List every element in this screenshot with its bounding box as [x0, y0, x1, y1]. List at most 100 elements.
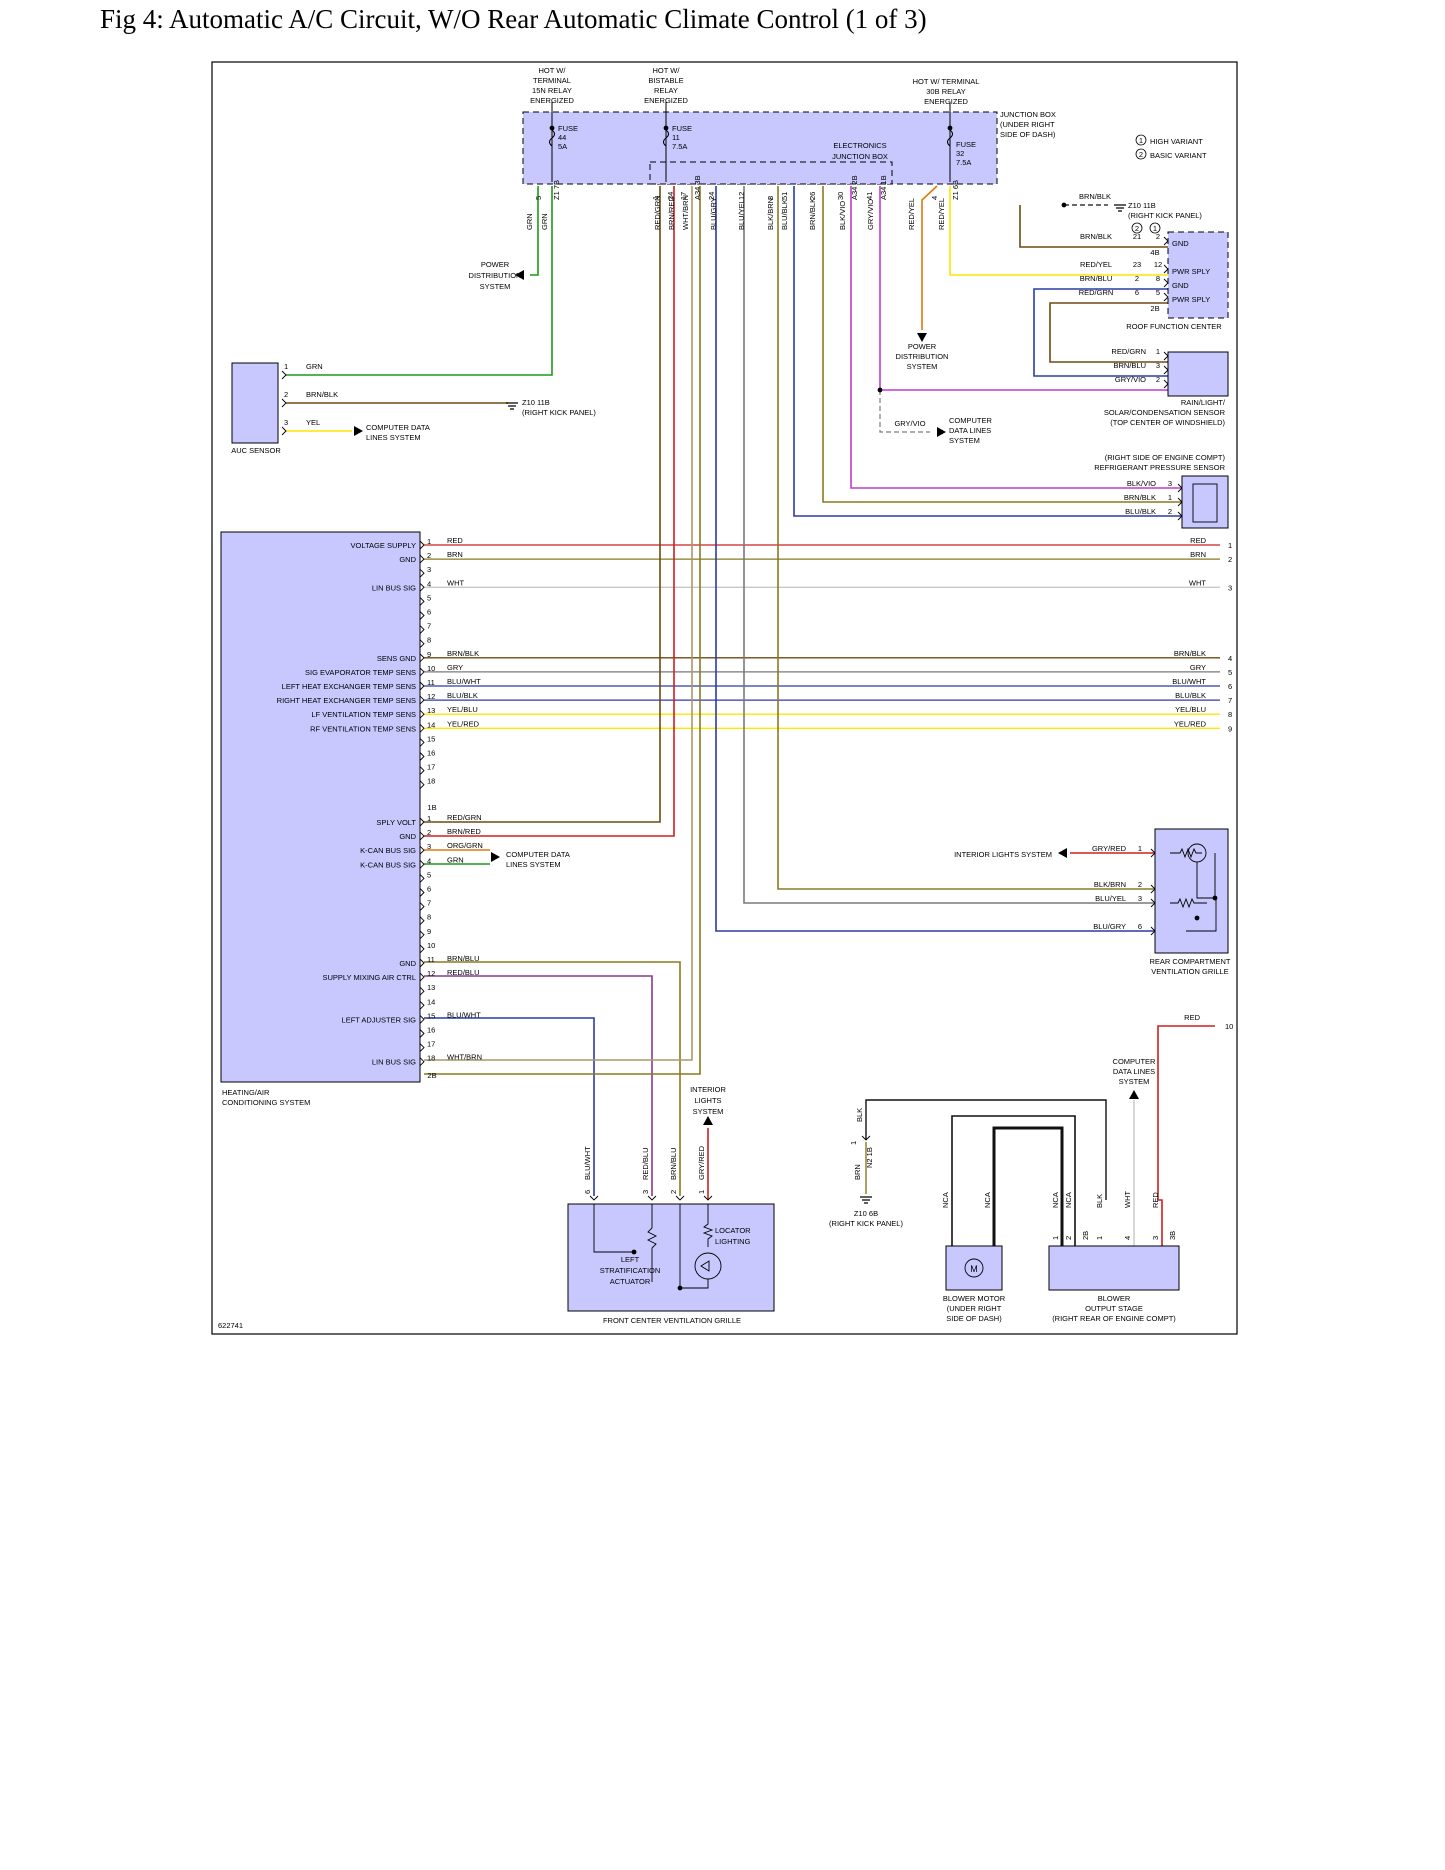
connector [419, 845, 425, 855]
connector [419, 958, 425, 968]
fuse44-label: 44 [558, 133, 566, 142]
hvac-b-wire-label: RED/BLU [447, 968, 480, 977]
jb-pin-label: 51 [780, 192, 789, 200]
wire-rain-brnblu [1033, 288, 1168, 377]
hvac-a-pin-label: VOLTAGE SUPPLY [351, 541, 416, 550]
jb-pin-label: A34 3B [693, 175, 702, 200]
hot-15n-label: TERMINAL [533, 76, 571, 85]
front-grille-wire-label: RED/BLU [641, 1147, 650, 1180]
jb-wire-label: GRY/VIO [866, 199, 875, 230]
arrow-data-lines [937, 427, 946, 437]
jb-pin-label: 5 [534, 196, 543, 200]
roof-ground-label: (RIGHT KICK PANEL) [1128, 211, 1202, 220]
hvac-a-pin-label: LF VENTILATION TEMP SENS [311, 710, 416, 719]
hvac-b-wire-label: RED/GRN [447, 813, 482, 822]
hot-30b-label: ENERGIZED [924, 97, 968, 106]
blower-motor-label: SIDE OF DASH) [946, 1314, 1002, 1323]
fuse32-label: 7.5A [956, 158, 971, 167]
connector [419, 930, 425, 940]
connector [419, 1057, 425, 1067]
connector [1150, 926, 1156, 936]
ground-wire-top-label: BLK [855, 1108, 864, 1122]
wires-layer [286, 185, 1220, 1246]
fuse44-label: FUSE [558, 124, 578, 133]
front-grille-internal-2 [680, 1279, 709, 1289]
fuse32-label: FUSE [956, 140, 976, 149]
blower-stage-pin: 3 [1151, 1236, 1160, 1240]
variant-basic-label: BASIC VARIANT [1150, 151, 1207, 160]
power-dist-left-label: SYSTEM [480, 282, 511, 291]
splice-dot [549, 125, 555, 131]
hvac-b-wire-label: BLU/WHT [447, 1010, 481, 1019]
roof-wire-label: RED/GRN [1079, 288, 1114, 297]
variant-circle [1135, 134, 1147, 146]
connector [419, 1015, 425, 1024]
electronics-junction-box [649, 161, 893, 185]
wire-hvac-brnred [424, 186, 675, 837]
hvac-module-box [220, 531, 421, 1083]
front-grille-pin: 3 [641, 1190, 650, 1194]
roof-pin-label: PWR SPLY [1172, 267, 1210, 276]
hvac-a-right-pin: 5 [1228, 668, 1232, 677]
hvac-b-pin: 15 [427, 1011, 435, 1020]
auc-wire-label: YEL [306, 418, 320, 427]
wire-refrig-blkvio [850, 186, 1182, 489]
rear-grille-label: REAR COMPARTMENT [1150, 957, 1231, 966]
roof-ground-label: Z10 11B [1128, 201, 1156, 210]
fuse11-label: FUSE [672, 124, 692, 133]
connector [675, 1195, 685, 1201]
blower-stage-label: BLOWER [1098, 1294, 1131, 1303]
fuse11-label: 7.5A [672, 142, 687, 151]
connector [1163, 264, 1169, 274]
hvac-a-right-pin: 9 [1228, 724, 1232, 733]
connector [419, 780, 425, 790]
auc-ground-icon [506, 402, 518, 410]
jb-pin-label: A34 1B [879, 175, 888, 200]
hvac-a-pin-label: SIG EVAPORATOR TEMP SENS [305, 668, 416, 677]
jb-pin-label: A34 2B [850, 175, 859, 200]
wire-hvac-whtbrn [424, 186, 693, 1061]
hot-bistable-label: RELAY [654, 86, 678, 95]
connector [1163, 365, 1169, 375]
hvac-a-pin-label: GND [399, 555, 416, 564]
rain-pin: 2 [1156, 375, 1160, 384]
interior-lights-right-label: INTERIOR LIGHTS SYSTEM [954, 850, 1052, 859]
connector [703, 1195, 713, 1201]
hvac-a-pin: 15 [427, 734, 435, 743]
hvac-b-pin: 12 [427, 969, 435, 978]
connector [1177, 497, 1183, 507]
connector [1177, 511, 1183, 521]
rain-sensor-label: SOLAR/CONDENSATION SENSOR [1104, 408, 1226, 417]
jb-wire-label: RED/YEL [907, 198, 916, 230]
interior-lights-top-label: INTERIOR [690, 1085, 726, 1094]
jb-pin-label: Z1 7B [552, 180, 561, 200]
wire-rear-blugry [715, 186, 1155, 932]
blower-stage-pin: 1 [1095, 1236, 1104, 1240]
blower-stage-pin: 2 [1064, 1236, 1073, 1240]
splice-dot [1061, 202, 1067, 208]
connector [419, 1029, 425, 1038]
roof-pin-label: PWR SPLY [1172, 295, 1210, 304]
connector [419, 653, 425, 663]
blower-stage-wire: NCA [1064, 1192, 1073, 1208]
fuse-icon [548, 129, 556, 147]
connector [419, 695, 425, 705]
hot-15n-label: ENERGIZED [530, 96, 574, 105]
connector [281, 398, 287, 408]
hvac-b-pin-label: LIN BUS SIG [372, 1058, 416, 1067]
jb-pin-label: 4 [930, 196, 939, 200]
auc-ground-label: Z10 11B [522, 398, 550, 407]
connector [1177, 483, 1183, 493]
wire-hvac-bluwht [424, 1017, 595, 1196]
hvac-b-pin: 13 [427, 983, 435, 992]
connector [1150, 898, 1156, 908]
hvac-b-pin: 16 [427, 1026, 435, 1035]
hvac-a-wire-label: BRN/BLK [447, 649, 479, 658]
splice-dot [1194, 915, 1200, 921]
hvac-a-wire-label: WHT [447, 578, 464, 587]
hvac-b-pin: 3 [427, 842, 431, 851]
connector [281, 370, 287, 380]
hvac-b-pin-label: LEFT ADJUSTER SIG [342, 1015, 417, 1024]
hvac-module-label: CONDITIONING SYSTEM [222, 1098, 310, 1107]
ground-pin: 1 [849, 1141, 858, 1145]
